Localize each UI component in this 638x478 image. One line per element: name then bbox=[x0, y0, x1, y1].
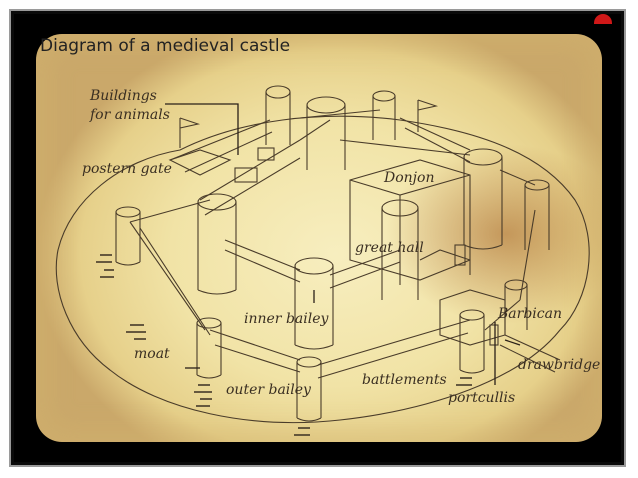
outer-tower-se bbox=[459, 309, 485, 374]
outer-wall-west bbox=[129, 199, 211, 336]
outer-tower-south bbox=[296, 356, 322, 422]
donjon-keep bbox=[349, 159, 471, 300]
animal-buildings bbox=[168, 147, 275, 183]
flag-left bbox=[179, 117, 201, 148]
label-donjon: Donjon bbox=[384, 170, 435, 186]
inner-wall-north bbox=[299, 119, 471, 156]
label-buildings-line2: for animals bbox=[90, 107, 170, 123]
inner-tower-ne bbox=[372, 90, 396, 140]
leader-buildings bbox=[165, 103, 239, 155]
inner-wall-west bbox=[199, 139, 301, 283]
barbican-structure bbox=[439, 289, 561, 373]
moat-water bbox=[96, 254, 472, 436]
inner-tower-north bbox=[306, 96, 346, 170]
inner-tower-south bbox=[294, 257, 334, 350]
inner-tower-east bbox=[463, 148, 503, 250]
label-drawbridge: drawbridge bbox=[518, 357, 601, 373]
outer-tower-ne bbox=[524, 179, 550, 250]
outer-wall-north bbox=[169, 109, 536, 186]
outer-tower-west bbox=[115, 206, 141, 266]
inner-wall-south bbox=[329, 249, 401, 289]
label-barbican: Barbican bbox=[498, 306, 562, 322]
inner-tower-west bbox=[197, 193, 237, 295]
label-great-hall: great hall bbox=[355, 240, 424, 256]
page-title: Diagram of a medieval castle bbox=[40, 36, 291, 56]
label-portcullis: portcullis bbox=[448, 390, 516, 406]
label-outer-bailey: outer bailey bbox=[226, 382, 311, 398]
label-battlements: battlements bbox=[362, 372, 447, 388]
parchment-background bbox=[36, 34, 602, 442]
label-buildings-line1: Buildings bbox=[90, 88, 157, 104]
label-postern-gate: postern gate bbox=[82, 161, 172, 177]
corner-marker-icon bbox=[594, 14, 612, 24]
island-outline bbox=[55, 115, 590, 424]
label-moat: moat bbox=[134, 346, 170, 362]
outer-tower-sw bbox=[196, 317, 222, 379]
flag-right bbox=[417, 99, 439, 132]
slide-canvas bbox=[14, 14, 621, 462]
leader-drawbridge bbox=[504, 339, 521, 346]
inner-tower-nw bbox=[265, 85, 291, 145]
outer-wall-south bbox=[209, 319, 471, 379]
label-inner-bailey: inner bailey bbox=[244, 311, 329, 327]
